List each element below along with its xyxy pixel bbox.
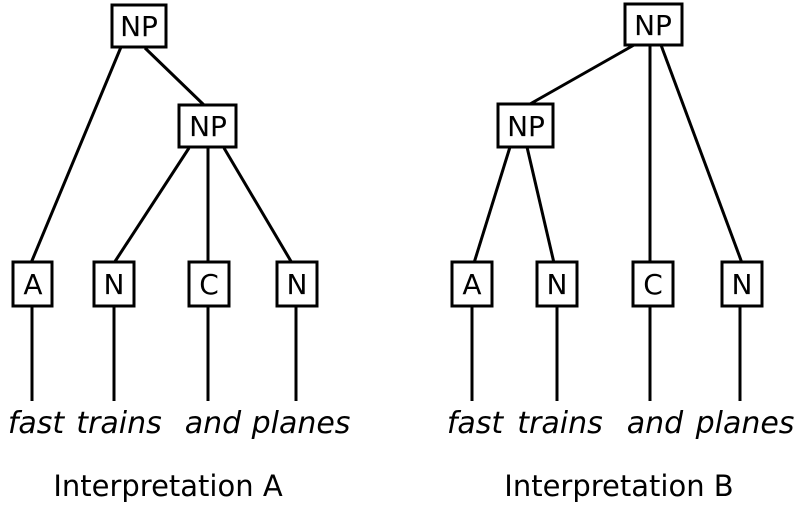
node-label-a-n2: N (287, 268, 308, 301)
edge-b-root-to-n2 (659, 44, 744, 264)
node-label-b-n1: N (547, 268, 568, 301)
tree-interpretation-a: NP NP A N C N fast trains and planes Int… (8, 3, 351, 503)
word-a-trains: trains (76, 406, 161, 441)
edge-a-root-to-adj (29, 46, 123, 264)
node-box-b-inner-np (496, 102, 555, 149)
node-label-b-inner-np: NP (507, 110, 545, 143)
node-label-a-c: C (199, 268, 219, 301)
word-b-planes: planes (695, 406, 795, 441)
node-label-b-c: C (643, 268, 663, 301)
node-label-a-n1: N (104, 268, 125, 301)
node-label-b-n2: N (732, 268, 753, 301)
node-box-b-n2 (720, 260, 764, 308)
word-b-and: and (627, 406, 684, 441)
edge-a-root-to-np (143, 46, 207, 108)
caption-interpretation-b: Interpretation B (504, 469, 733, 503)
edge-a-np-to-n1 (112, 147, 191, 264)
word-a-planes: planes (251, 406, 351, 441)
edge-b-np-to-adj (472, 146, 512, 264)
tree-interpretation-b: NP NP A N C N fast trains and planes Int… (447, 2, 795, 503)
edge-a-np-to-n2 (222, 147, 294, 264)
word-a-fast: fast (8, 406, 66, 441)
edge-b-root-to-np (529, 43, 635, 106)
node-box-b-c (631, 260, 675, 308)
node-box-b-adj (450, 260, 494, 308)
node-label-b-root-np: NP (634, 9, 672, 42)
node-box-b-root-np (623, 2, 684, 47)
node-box-a-n2 (275, 260, 319, 308)
word-b-trains: trains (517, 406, 602, 441)
node-label-a-adj: A (23, 268, 42, 301)
node-box-a-inner-np (177, 103, 238, 149)
caption-interpretation-a: Interpretation A (53, 469, 283, 503)
node-label-a-inner-np: NP (189, 110, 227, 143)
node-box-b-n1 (535, 260, 579, 308)
edge-b-np-to-n1 (525, 146, 556, 264)
node-label-a-root-np: NP (120, 10, 158, 43)
node-label-b-adj: A (462, 268, 481, 301)
word-a-and: and (185, 406, 242, 441)
node-box-a-c (187, 260, 231, 308)
word-b-fast: fast (447, 406, 505, 441)
node-box-a-adj (11, 260, 54, 308)
node-box-a-n1 (92, 260, 136, 308)
node-box-a-root-np (110, 3, 168, 49)
